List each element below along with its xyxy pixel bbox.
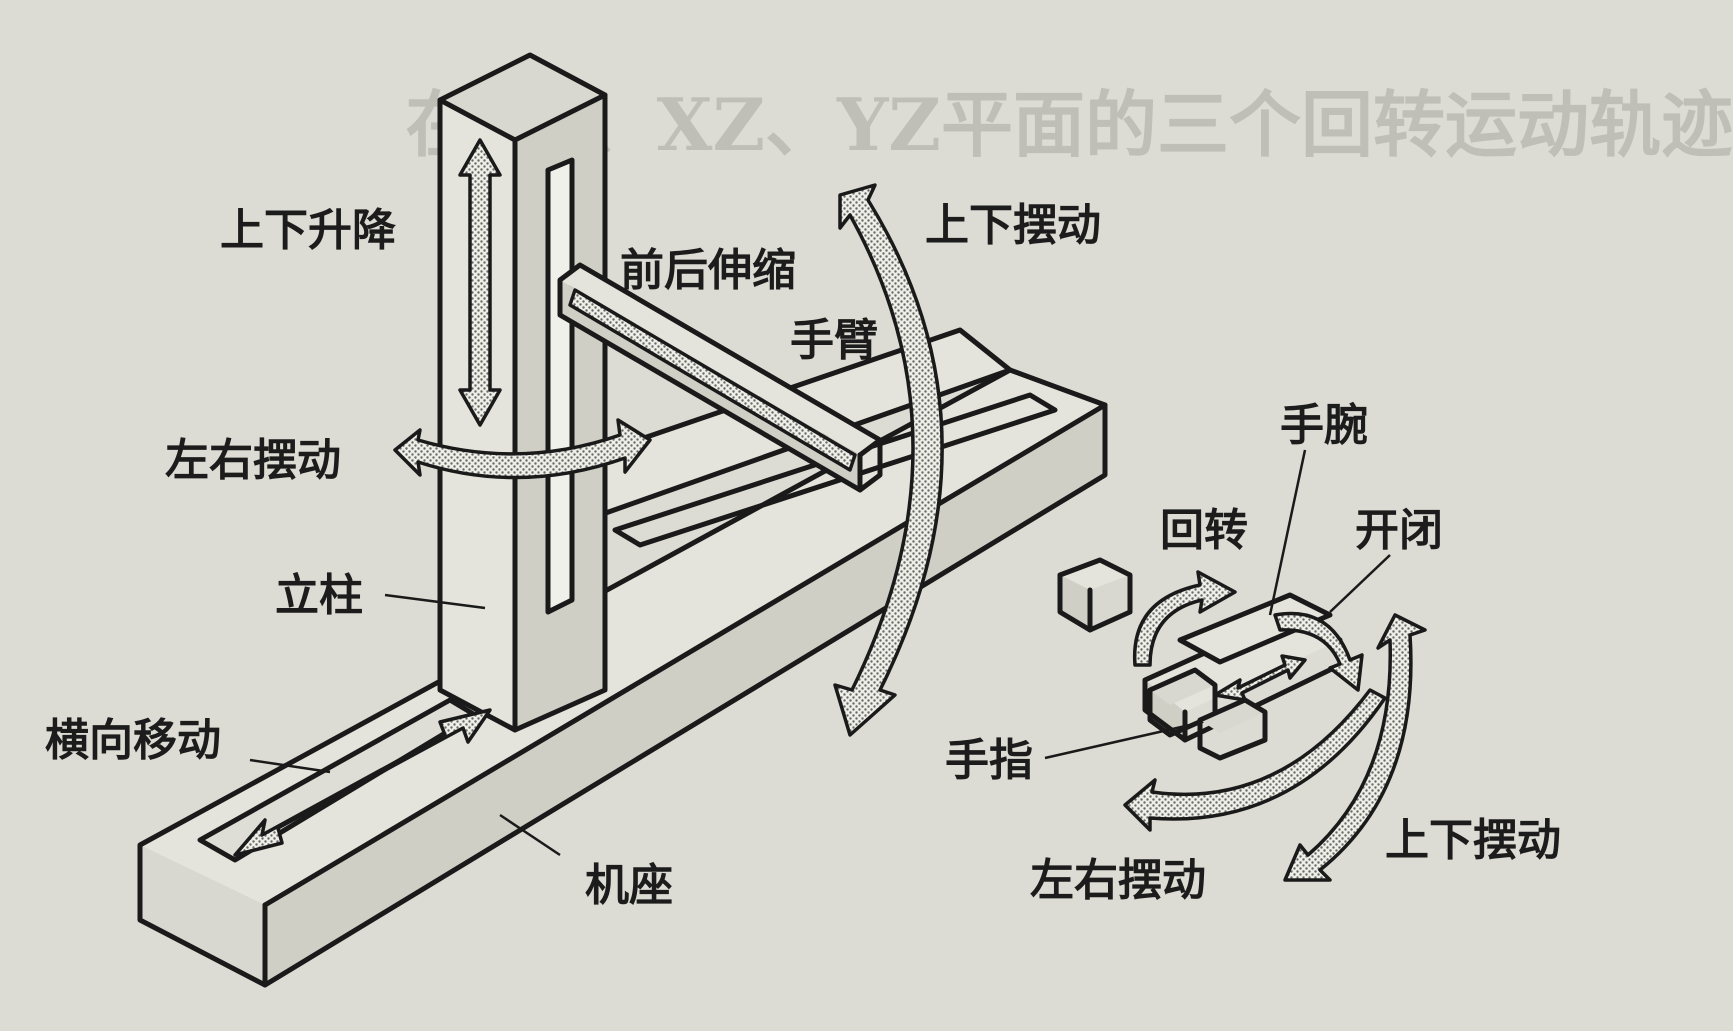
label-rotate: 回转 bbox=[1160, 505, 1248, 556]
yaw-arrow-main bbox=[393, 418, 652, 480]
label-base: 机座 bbox=[585, 860, 673, 911]
background-text: 在XY、XZ、YZ平面的三个回转运动轨迹 bbox=[405, 82, 1733, 167]
label-finger: 手指 bbox=[945, 735, 1033, 786]
leader-lines bbox=[249, 449, 1391, 857]
label-column: 立柱 bbox=[275, 570, 363, 621]
column bbox=[437, 52, 608, 733]
label-pitch-wrist: 上下摆动 bbox=[1385, 815, 1561, 866]
label-lift: 上下升降 bbox=[220, 205, 396, 256]
label-yaw-main: 左右摆动 bbox=[165, 435, 341, 486]
label-open-close: 开闭 bbox=[1355, 505, 1443, 556]
label-wrist: 手腕 bbox=[1280, 400, 1368, 451]
label-yaw-wrist: 左右摆动 bbox=[1030, 855, 1206, 906]
traverse-arrow bbox=[233, 708, 492, 857]
labels: 上下升降 前后伸缩 手臂 上下摆动 左右摆动 立柱 横向移动 机座 手腕 回转 … bbox=[45, 200, 1561, 911]
wrist-assembly bbox=[1057, 557, 1427, 882]
arm bbox=[557, 262, 883, 493]
label-arm: 手臂 bbox=[790, 315, 878, 366]
label-traverse: 横向移动 bbox=[45, 715, 221, 766]
pitch-arrow-main bbox=[833, 183, 944, 737]
lift-arrow bbox=[458, 138, 502, 427]
label-extend: 前后伸缩 bbox=[620, 245, 796, 296]
label-pitch-main: 上下摆动 bbox=[925, 200, 1101, 251]
